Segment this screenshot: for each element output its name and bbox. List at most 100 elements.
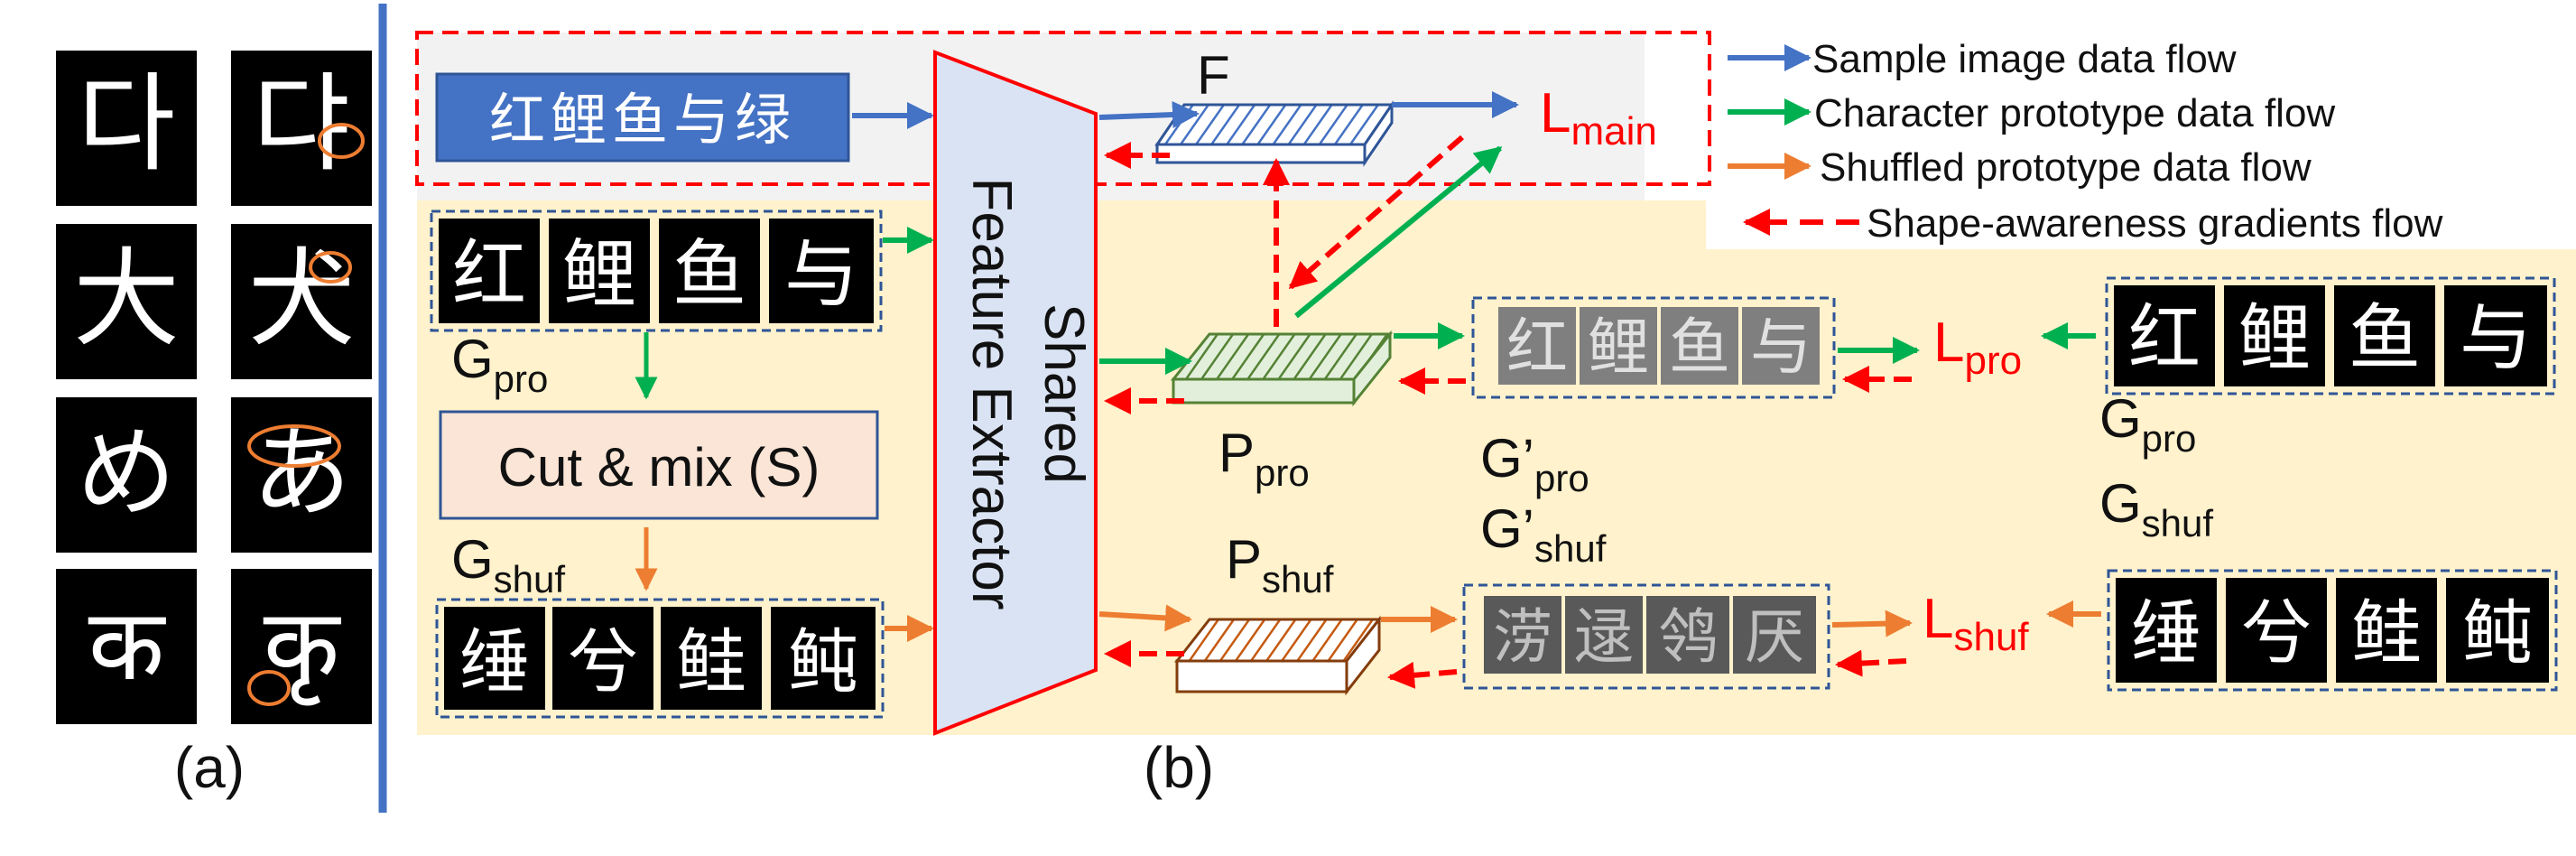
char-tile	[2226, 578, 2327, 683]
label-g-shuf: Gshuf	[451, 529, 565, 600]
legend-label-gradient: Shape-awareness gradients flow	[1867, 201, 2443, 246]
char-tile	[444, 607, 545, 710]
feature-f-front	[1155, 143, 1367, 164]
reconstructed-shuffled-set	[1462, 583, 1830, 690]
char-tile	[2446, 578, 2549, 683]
char-glyph: 鸰	[1658, 602, 1718, 672]
char-tile	[1742, 307, 1820, 385]
char-tile	[2334, 285, 2435, 386]
prototype-set-right	[2105, 276, 2556, 395]
char-glyph: 鲀	[788, 622, 858, 703]
char-tile	[549, 219, 650, 323]
sample-branch-border	[415, 31, 1711, 186]
label-g-shuf-right: Gshuf	[2099, 473, 2213, 544]
char-glyph: कृ	[264, 587, 342, 706]
char-glyph: め	[77, 415, 176, 531]
feature-f-top	[1154, 103, 1395, 146]
sample-image	[435, 72, 850, 163]
char-glyph: 鲤	[1588, 312, 1649, 384]
char-glyph: 红	[2128, 296, 2201, 380]
char-glyph: 鱼	[672, 232, 746, 318]
shuffled-set-right	[2107, 569, 2558, 692]
char-tile	[1484, 596, 1561, 674]
panel-b: 红鲤鱼与绿 红 鲤 鱼 与 Gpro Cut & mix (S) Gshuf 缍…	[415, 31, 2576, 800]
char-tile	[56, 569, 197, 724]
arrow-extractor-to-pshuf	[1098, 604, 1192, 632]
shared-feature-extractor	[933, 50, 1098, 736]
gradient-lshuf-to-gshuf-recon	[1835, 649, 1907, 677]
char-tile	[439, 219, 540, 323]
char-glyph: 厌	[1745, 602, 1804, 672]
char-tile	[1565, 596, 1643, 674]
arrow-extractor-to-f	[1098, 101, 1200, 128]
char-glyph: 与	[784, 232, 858, 318]
char-glyph: 鱼	[2349, 296, 2421, 380]
char-glyph: 鲤	[562, 232, 636, 318]
char-glyph: 红	[452, 232, 526, 318]
label-g-pro-right: Gpro	[2099, 388, 2196, 460]
difference-circle	[247, 424, 341, 468]
char-glyph: क	[88, 587, 167, 702]
char-glyph: 鱼	[1669, 312, 1730, 384]
char-tile	[56, 51, 197, 206]
label-g-pro: Gpro	[451, 329, 548, 400]
char-glyph: 鲤	[2238, 296, 2311, 380]
char-tile	[2336, 578, 2437, 683]
char-glyph: 红	[1506, 312, 1568, 384]
char-glyph: 다	[78, 61, 176, 186]
char-glyph: 涝	[1493, 602, 1552, 672]
legend-label-prototype: Character prototype data flow	[1814, 91, 2335, 135]
label-gp-pro: G’pro	[1480, 428, 1589, 499]
char-glyph: あ	[252, 415, 351, 531]
char-tile	[231, 397, 372, 553]
char-tile	[231, 224, 372, 379]
char-tile	[2224, 285, 2325, 386]
feature-p-shuf-side	[1345, 615, 1381, 696]
shuffled-set-left	[435, 598, 885, 719]
char-glyph: 与	[2460, 296, 2532, 380]
char-glyph: 犬	[248, 237, 355, 361]
char-tile	[659, 219, 760, 323]
char-glyph: 鲑	[676, 622, 746, 703]
caption-b: (b)	[1144, 735, 1214, 800]
prototype-set-left	[430, 209, 883, 332]
char-tile	[1498, 307, 1576, 385]
difference-circle	[247, 670, 291, 706]
char-glyph: 缍	[2131, 593, 2201, 675]
difference-circle	[318, 123, 365, 159]
char-glyph: 兮	[568, 622, 638, 703]
char-tile	[2114, 285, 2215, 386]
char-glyph: 缍	[459, 622, 530, 703]
legend-background	[1706, 33, 2576, 249]
feature-p-pro-front	[1172, 377, 1356, 405]
char-tile	[2444, 285, 2547, 386]
label-f: F	[1197, 45, 1230, 106]
extractor-label-line1: Shared	[1033, 303, 1095, 484]
arrow-ppro-to-lmain	[1294, 145, 1503, 319]
arrow-gshuf-recon-to-lshuf	[1831, 609, 1913, 637]
legend: Sample image data flow Character prototy…	[1728, 37, 2443, 246]
sample-text: 红鲤鱼与绿	[489, 87, 796, 153]
char-tile	[1661, 307, 1738, 385]
caption-a: (a)	[174, 735, 245, 800]
char-tile	[771, 607, 876, 710]
panel-a: 다 댜 大 犬 め あ क कृ (a)	[56, 51, 372, 800]
label-p-shuf: Pshuf	[1226, 529, 1334, 600]
char-tile	[56, 397, 197, 553]
char-glyph: 兮	[2241, 593, 2312, 675]
difference-circle	[309, 251, 352, 284]
char-glyph: 大	[73, 237, 180, 361]
gradient-gshuf-recon-to-pshuf	[1387, 661, 1458, 689]
extractor-label-line2: Feature Extractor	[960, 178, 1023, 610]
label-l-main: Lmain	[1540, 82, 1657, 154]
char-glyph: 逯	[1574, 602, 1634, 672]
legend-label-shuffled: Shuffled prototype data flow	[1820, 145, 2312, 190]
gradient-lmain-to-ppro	[1288, 135, 1464, 290]
char-tile	[769, 219, 874, 323]
feature-p-pro-top	[1170, 332, 1394, 381]
char-tile	[1733, 596, 1816, 674]
label-l-pro: Lpro	[1933, 312, 2022, 383]
feature-f-side	[1363, 100, 1394, 167]
